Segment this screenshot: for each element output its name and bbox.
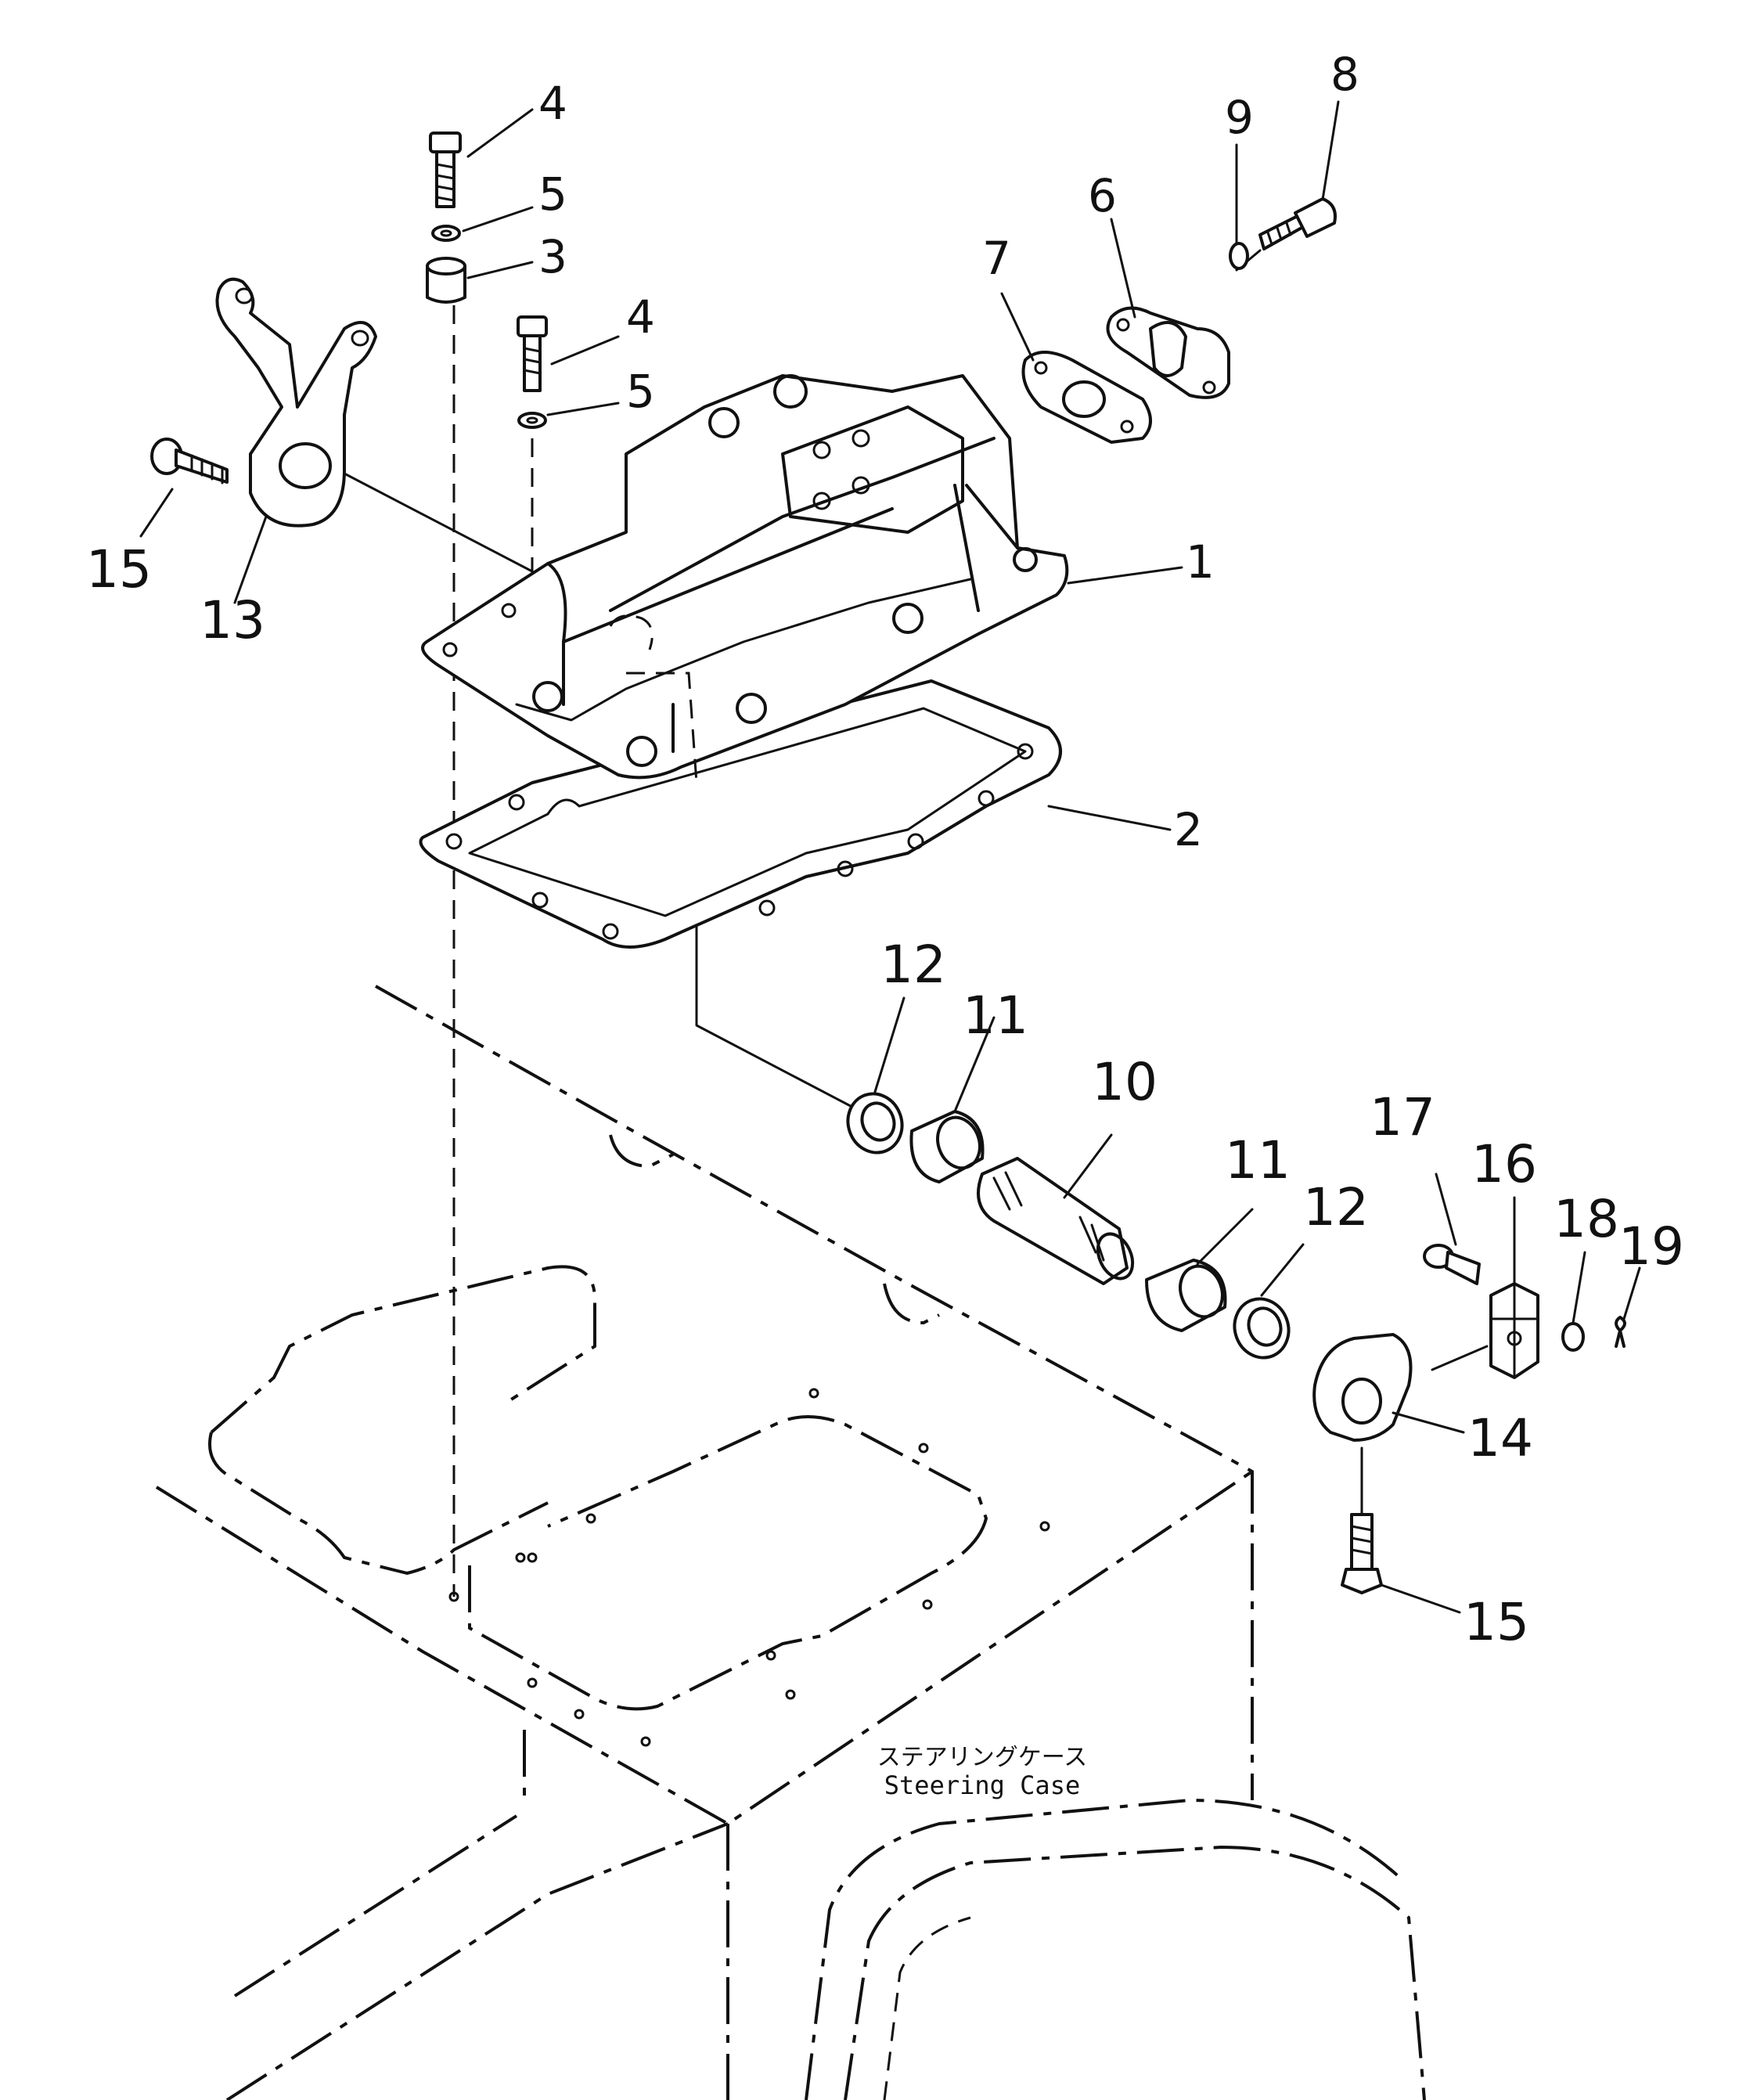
callout-11: 11 xyxy=(963,985,1028,1046)
part-lever xyxy=(1312,1333,1413,1442)
callout-2: 2 xyxy=(1174,803,1203,856)
callout-4: 4 xyxy=(626,290,655,344)
bearing-icon xyxy=(846,1092,904,1154)
collar-icon xyxy=(426,257,466,304)
pinion-shaft-icon xyxy=(977,1157,1135,1285)
washer-icon xyxy=(1561,1322,1585,1352)
case-bolt-holes xyxy=(448,1388,1050,1747)
callout-3: 3 xyxy=(538,230,567,283)
callout-5: 5 xyxy=(626,365,655,418)
steering-case-caption: ステアリングケース Steering Case xyxy=(877,1744,1088,1800)
bolt-icon xyxy=(1423,1244,1481,1285)
gasket-holes xyxy=(445,743,1034,940)
callout-4: 4 xyxy=(538,77,567,130)
callout-19: 19 xyxy=(1618,1216,1684,1277)
part-flange-elbow xyxy=(1106,306,1230,399)
callout-7: 7 xyxy=(982,232,1011,285)
callout-15: 15 xyxy=(86,539,152,600)
callout-18: 18 xyxy=(1554,1189,1619,1249)
bolt-icon xyxy=(1341,1513,1383,1594)
callout-16: 16 xyxy=(1471,1134,1537,1194)
callout-8: 8 xyxy=(1330,48,1359,101)
bolt-icon xyxy=(429,131,462,208)
callout-14: 14 xyxy=(1467,1408,1533,1468)
callout-9: 9 xyxy=(1225,91,1254,144)
callout-10: 10 xyxy=(1092,1052,1158,1112)
caption-japanese: ステアリングケース xyxy=(877,1744,1088,1771)
washer-icon xyxy=(431,225,461,242)
part-steering-cover xyxy=(421,374,1069,783)
final-drive-housing xyxy=(805,1798,1426,2100)
bolt-icon xyxy=(150,438,229,484)
callout-5: 5 xyxy=(538,167,567,221)
part-clamp xyxy=(1489,1282,1539,1379)
bolt-icon xyxy=(1258,197,1337,250)
callout-17: 17 xyxy=(1370,1087,1435,1147)
callout-11: 11 xyxy=(1225,1130,1291,1190)
callout-12: 12 xyxy=(880,935,946,995)
cotter-pin-icon xyxy=(1615,1316,1626,1348)
washer-icon xyxy=(517,412,547,429)
cover-bosses xyxy=(442,374,1038,767)
bearing-icon xyxy=(1233,1297,1291,1360)
bolt-icon xyxy=(517,315,548,392)
callout-12: 12 xyxy=(1303,1177,1369,1237)
callout-1: 1 xyxy=(1186,535,1215,589)
caption-english: Steering Case xyxy=(884,1770,1080,1800)
part-gasket xyxy=(419,679,1062,949)
callout-labels: 1 2 3 4 4 5 5 6 7 8 9 10 11 11 12 12 13 … xyxy=(86,48,1684,1652)
callout-13: 13 xyxy=(200,590,265,650)
bearing-icon xyxy=(909,1110,985,1183)
leader-lines xyxy=(139,100,1641,1614)
steering-case-outline xyxy=(155,985,1254,2100)
part-flange-gasket xyxy=(1021,351,1152,444)
callout-6: 6 xyxy=(1088,169,1117,222)
callout-15: 15 xyxy=(1464,1592,1529,1652)
part-steering-arm xyxy=(215,277,377,528)
bearing-icon xyxy=(1145,1259,1227,1332)
washer-icon xyxy=(1229,242,1249,270)
